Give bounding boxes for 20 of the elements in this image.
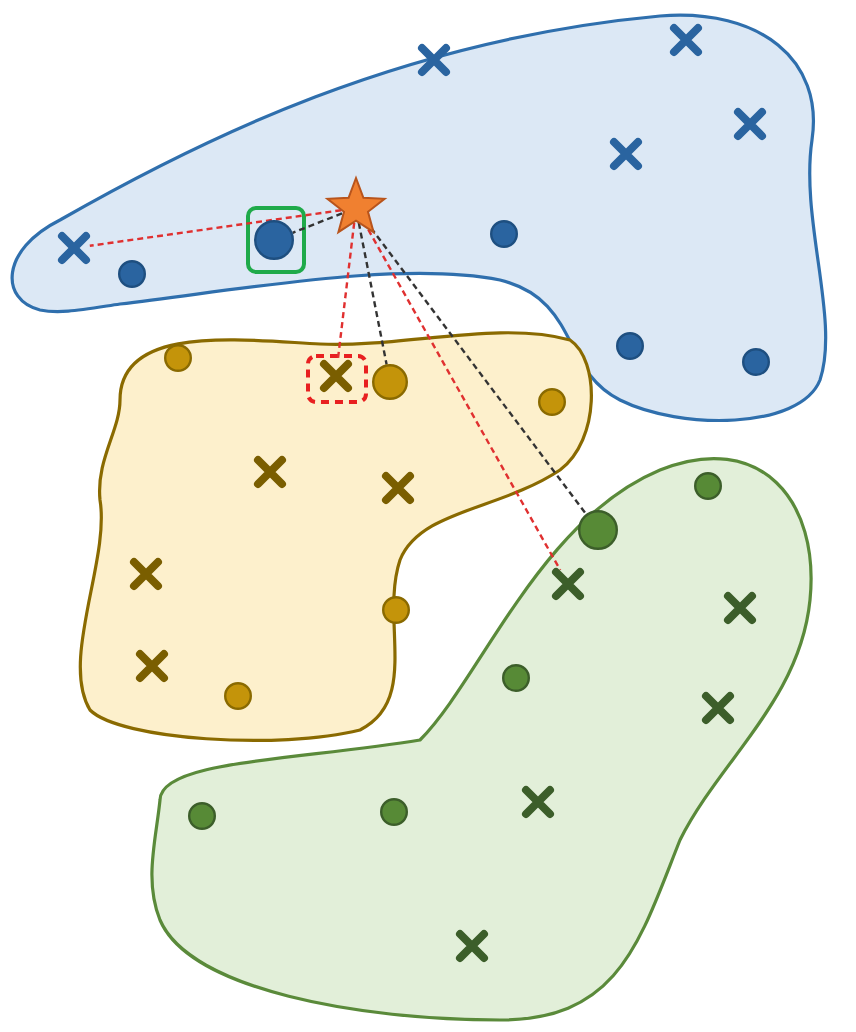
- cross-marker: [136, 650, 168, 682]
- connector-line: [89, 209, 342, 247]
- cross-marker: [610, 138, 642, 170]
- cross-marker: [58, 232, 90, 264]
- cross-marker: [456, 930, 488, 962]
- point-marker: [382, 596, 410, 624]
- cross-marker: [382, 472, 414, 504]
- cross-marker: [552, 568, 584, 600]
- connector-line: [336, 222, 356, 361]
- cross-marker: [130, 558, 162, 590]
- cross-marker: [734, 108, 766, 140]
- cross-marker: [702, 692, 734, 724]
- cross-marker: [418, 44, 450, 76]
- cross-marker: [320, 360, 352, 392]
- cross-marker: [724, 592, 756, 624]
- star-marker: [326, 178, 386, 238]
- cross-marker: [522, 786, 554, 818]
- cross-marker: [670, 24, 702, 56]
- connector-line: [292, 212, 343, 234]
- cross-marker: [254, 456, 286, 488]
